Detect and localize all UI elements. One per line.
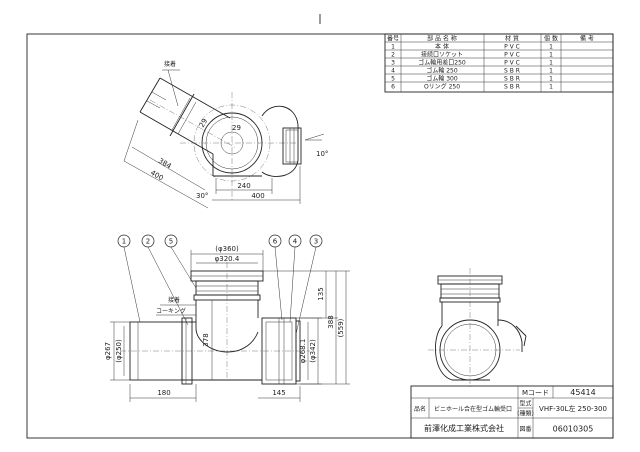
- sheet-border: [26, 33, 614, 439]
- top-view-r29-b: 29: [232, 124, 241, 132]
- table-row-5-no: 5: [391, 76, 395, 83]
- top-view-r29-a: 29: [198, 117, 209, 129]
- front-view-d3204: φ320.4: [215, 255, 240, 263]
- front-view-d360: (φ360): [215, 245, 239, 253]
- top-view-seal-label: 接着: [164, 60, 176, 68]
- title-code-label: Mコード: [522, 389, 549, 397]
- table-row-5-qty: 1: [549, 76, 553, 83]
- front-view-d2681: φ268.1: [299, 339, 307, 364]
- title-model-value: VHF-30L左 250-300: [539, 404, 607, 413]
- table-row-6-name: Oリング 250: [424, 83, 460, 91]
- table-row-5-name: ゴム輪 300: [426, 75, 458, 83]
- title-model-label-2: (種類): [517, 410, 534, 418]
- table-row-6-no: 6: [391, 84, 395, 91]
- table-header-qty: 個 数: [544, 35, 558, 43]
- table-header-name: 部 品 名 称: [427, 35, 457, 43]
- front-view-caulk-label: コーキング: [156, 307, 186, 315]
- top-view-10deg: 10°: [316, 150, 328, 158]
- balloon-6-label: 6: [273, 238, 278, 246]
- parts-table: 番号 部 品 名 称 材 質 個 数 備 考 1 本 体 P V C 1 2 接…: [384, 33, 614, 93]
- front-view: 1 2 5 6 4 3: [104, 234, 350, 402]
- title-code-value: 45414: [570, 388, 595, 397]
- table-row-5-material: S B R: [504, 76, 520, 83]
- front-view-d250: (φ250): [115, 339, 123, 363]
- balloon-3-label: 3: [314, 238, 318, 246]
- front-view-v388: 388: [327, 315, 335, 328]
- table-row-4-material: S B R: [504, 68, 520, 75]
- table-row-1-no: 1: [391, 44, 395, 51]
- table-row-2-qty: 1: [549, 52, 553, 59]
- table-row-1-name: 本 体: [435, 43, 449, 51]
- title-drawing-no: 06010305: [553, 425, 594, 434]
- table-header-note: 備 考: [580, 35, 594, 43]
- table-row-2-name: 接続口ソケット: [421, 51, 463, 59]
- front-view-v559: (559): [337, 318, 345, 337]
- top-view: 10° 接着 29 29 384 400 30° 240 400: [123, 60, 328, 209]
- table-row-1-material: P V C: [504, 44, 520, 51]
- title-drawing-no-label: 図番: [519, 426, 531, 433]
- top-view-dim-400-angled: 400: [149, 169, 165, 183]
- top-view-30deg: 30°: [196, 192, 208, 200]
- front-view-v135: 135: [317, 287, 325, 300]
- front-view-h145: 145: [272, 389, 285, 397]
- top-view-dim-384: 384: [157, 157, 173, 171]
- balloon-1-label: 1: [122, 238, 126, 246]
- table-row-4-qty: 1: [549, 68, 553, 75]
- table-row-3-material: P V C: [504, 60, 520, 67]
- table-row-2-no: 2: [391, 52, 395, 59]
- top-view-dim-400: 400: [251, 192, 264, 200]
- table-row-3-no: 3: [391, 60, 395, 67]
- title-name-value: ビニホール合在型ゴム輪受口: [434, 405, 512, 413]
- front-view-v378: 378: [202, 333, 210, 346]
- table-row-3-qty: 1: [549, 60, 553, 67]
- front-view-d342: (φ342): [309, 339, 317, 363]
- title-name-label: 品名: [414, 405, 426, 413]
- table-header-material: 材 質: [505, 35, 519, 43]
- side-view: [428, 268, 527, 388]
- table-row-2-material: P V C: [504, 52, 520, 59]
- balloon-4-label: 4: [293, 238, 298, 246]
- table-header-no: 番号: [387, 36, 399, 43]
- front-view-seal-label: 接着: [168, 296, 180, 304]
- table-row-1-qty: 1: [549, 44, 553, 51]
- balloon-5-label: 5: [169, 238, 173, 246]
- front-view-d267: φ267: [104, 342, 112, 360]
- front-view-h180: 180: [157, 389, 170, 397]
- balloon-2-label: 2: [146, 238, 150, 246]
- title-model-label-1: 型式: [519, 400, 531, 408]
- table-row-6-material: S B R: [504, 84, 520, 91]
- table-row-3-name: ゴム輪用差口250: [418, 59, 466, 67]
- title-block: Mコード 45414 品名 ビニホール合在型ゴム輪受口 型式 (種類) VHF-…: [410, 385, 614, 439]
- title-company: 前澤化成工業株式会社: [424, 423, 504, 433]
- top-view-dim-240: 240: [237, 182, 250, 190]
- table-row-4-no: 4: [391, 68, 395, 75]
- table-row-4-name: ゴム輪 250: [426, 67, 458, 75]
- table-row-6-qty: 1: [549, 84, 553, 91]
